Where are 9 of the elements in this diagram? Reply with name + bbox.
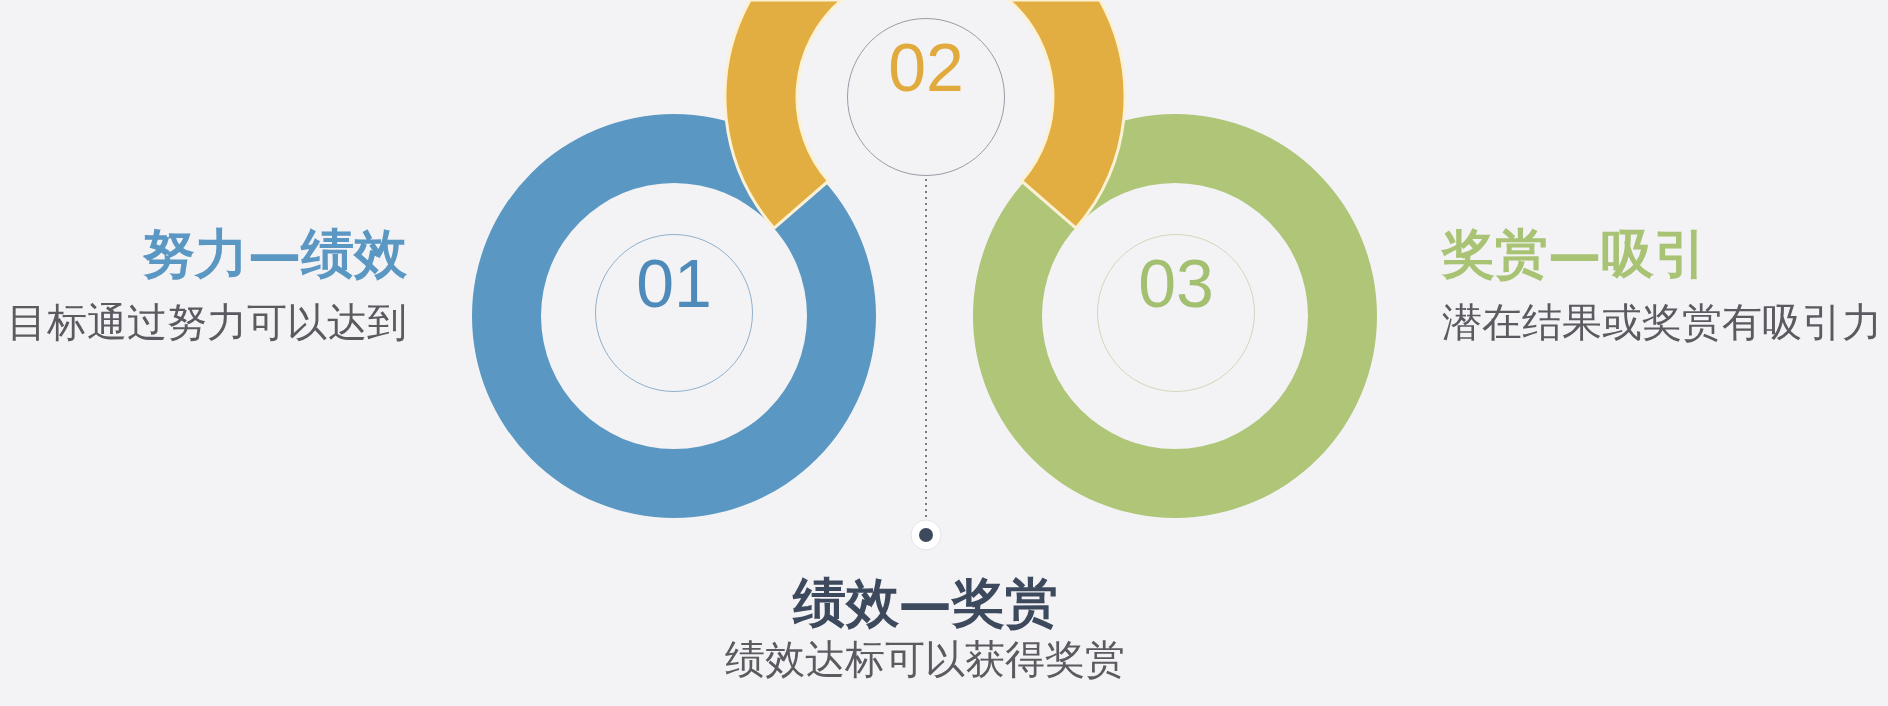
step-number: 01 xyxy=(636,249,712,317)
description-text: 潜在结果或奖赏有吸引力 xyxy=(1442,298,1882,346)
step-number: 02 xyxy=(888,33,964,101)
step-number: 03 xyxy=(1138,249,1214,317)
description-text: 目标通过努力可以达到 xyxy=(7,298,407,346)
heading-text: 奖赏—吸引 xyxy=(1442,222,1707,286)
description-text: 绩效达标可以获得奖赏 xyxy=(725,634,1125,683)
heading-text: 努力—绩效 xyxy=(142,222,407,286)
heading-text: 绩效—奖赏 xyxy=(792,571,1058,635)
